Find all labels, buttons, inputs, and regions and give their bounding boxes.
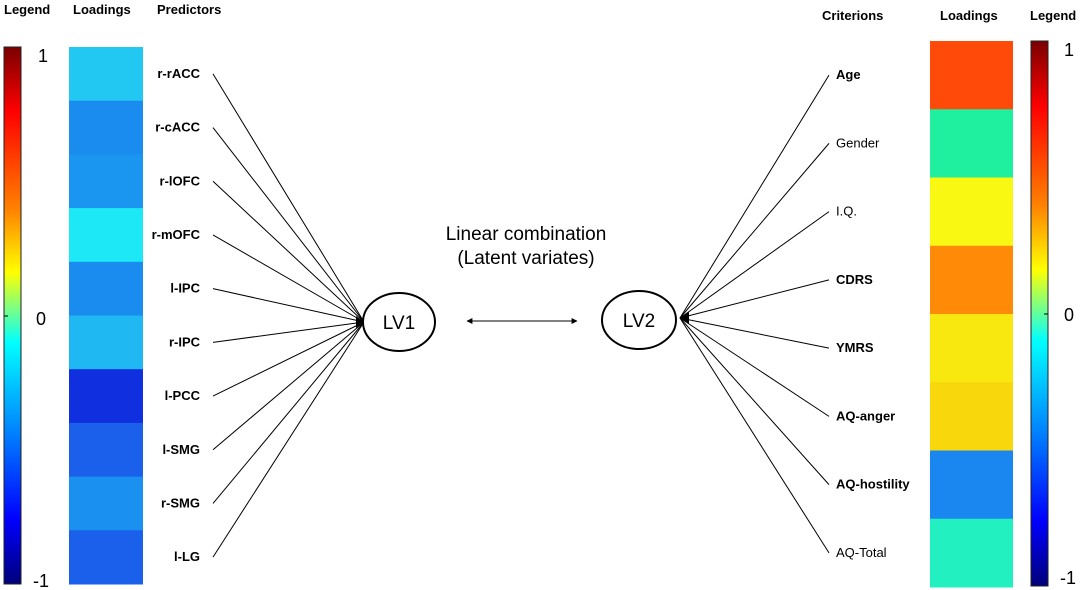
right-legend-header: Legend bbox=[1030, 8, 1076, 23]
predictor-connector bbox=[212, 321, 365, 558]
left-loadings-heatmap bbox=[69, 47, 143, 585]
right-loading-cell bbox=[930, 109, 1013, 178]
predictor-labels: r-rACC r-cACC r-lOFC r-mOFC l-IPC r-IPC l-PCC l… bbox=[152, 66, 201, 564]
criterion-label: Gender bbox=[836, 135, 880, 150]
right-loading-cell bbox=[930, 450, 1013, 520]
lv2-node bbox=[601, 290, 677, 350]
left-loading-cell bbox=[69, 422, 143, 478]
right-loading-cell bbox=[930, 382, 1013, 451]
criterion-label: I.Q. bbox=[836, 204, 857, 219]
lv1-label: LV1 bbox=[383, 313, 415, 334]
right-loading-cell bbox=[930, 177, 1013, 247]
right-loadings-heatmap bbox=[930, 41, 1013, 588]
left-loading-cell bbox=[69, 476, 143, 531]
left-loading-cell bbox=[69, 530, 143, 585]
predictor-label: r-lOFC bbox=[160, 173, 201, 188]
predictor-connector bbox=[212, 321, 365, 397]
left-loading-cell bbox=[69, 315, 143, 370]
predictor-label: l-LG bbox=[174, 549, 200, 564]
predictor-label: r-mOFC bbox=[152, 227, 201, 242]
left-loading-cell bbox=[69, 369, 143, 424]
left-scale-min: -1 bbox=[33, 571, 49, 590]
criterion-label: YMRS bbox=[836, 340, 874, 355]
criterion-label: AQ-anger bbox=[836, 408, 895, 423]
predictor-label: l-SMG bbox=[162, 442, 200, 457]
criterion-connector bbox=[679, 317, 830, 485]
criterion-connector bbox=[679, 317, 830, 417]
criterion-connector bbox=[679, 211, 830, 319]
predictor-connector-lines bbox=[212, 73, 365, 558]
lv1-node bbox=[362, 292, 436, 352]
right-loading-cell bbox=[930, 41, 1013, 110]
criterion-connector bbox=[679, 317, 830, 349]
left-loading-cell bbox=[69, 47, 143, 102]
predictor-label: r-SMG bbox=[161, 495, 200, 510]
predictor-label: r-rACC bbox=[157, 66, 200, 81]
left-loading-cell bbox=[69, 261, 143, 316]
lv2-label: LV2 bbox=[623, 311, 655, 332]
predictor-connector bbox=[212, 321, 365, 504]
right-loading-cell bbox=[930, 314, 1013, 383]
right-scale-max: 1 bbox=[1064, 40, 1074, 60]
lv1-arrowhead bbox=[356, 316, 364, 328]
center-title-line1: Linear combination bbox=[446, 224, 607, 245]
predictor-connector bbox=[212, 127, 365, 323]
left-loading-cell bbox=[69, 208, 143, 263]
predictor-connector bbox=[212, 180, 365, 323]
right-loading-cell bbox=[930, 245, 1013, 315]
center-title-line2: (Latent variates) bbox=[457, 248, 594, 269]
left-loadings-header: Loadings bbox=[73, 2, 131, 17]
left-loading-cell bbox=[69, 154, 143, 209]
criterion-connector bbox=[679, 74, 830, 319]
left-scale-zero: 0 bbox=[36, 309, 46, 329]
right-loadings-header: Loadings bbox=[940, 8, 998, 23]
right-scale-min: -1 bbox=[1060, 568, 1076, 588]
criterion-label: AQ-Total bbox=[836, 545, 887, 560]
criterion-label: AQ-hostility bbox=[836, 477, 910, 492]
predictor-connector bbox=[212, 321, 365, 343]
predictor-label: r-IPC bbox=[169, 334, 201, 349]
criterion-connector bbox=[679, 279, 830, 319]
criterion-label: Age bbox=[836, 67, 861, 82]
predictor-connector bbox=[212, 234, 365, 323]
predictor-connector bbox=[212, 288, 365, 323]
predictor-label: r-cACC bbox=[155, 120, 200, 135]
criterions-header: Criterions bbox=[822, 8, 883, 23]
right-loading-cell bbox=[930, 518, 1013, 588]
predictor-label: l-IPC bbox=[170, 281, 200, 296]
right-scale-zero: 0 bbox=[1064, 305, 1074, 325]
criterion-connector bbox=[679, 143, 830, 319]
criterion-connector bbox=[679, 317, 830, 554]
criterion-label: CDRS bbox=[836, 272, 873, 287]
left-legend-header: Legend bbox=[4, 2, 50, 17]
predictor-connector bbox=[212, 321, 365, 451]
left-loading-cell bbox=[69, 100, 143, 155]
left-scale-max: 1 bbox=[38, 46, 48, 66]
predictor-label: l-PCC bbox=[165, 388, 201, 403]
criterion-connector-lines bbox=[679, 74, 830, 554]
lv2-arrowhead bbox=[680, 312, 689, 324]
predictors-header: Predictors bbox=[157, 2, 221, 17]
predictor-connector bbox=[212, 73, 365, 323]
